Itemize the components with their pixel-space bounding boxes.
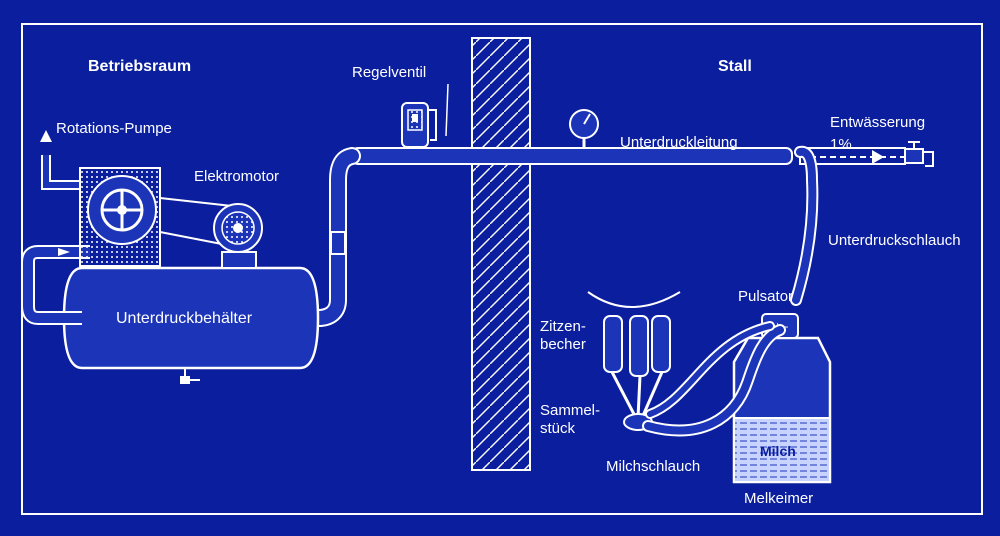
drain-valve bbox=[904, 141, 934, 167]
wall-hatched bbox=[471, 37, 531, 471]
teat-cups bbox=[603, 315, 671, 377]
label-betriebsraum: Betriebsraum bbox=[88, 58, 192, 75]
label-sammelstueck-line1: Sammel- bbox=[540, 402, 601, 419]
vacuum-gauge bbox=[569, 109, 599, 148]
udder-outline bbox=[587, 291, 681, 308]
exhaust-arrow bbox=[40, 130, 52, 142]
rotation-pump bbox=[79, 167, 161, 267]
electric-motor bbox=[213, 203, 263, 269]
drive-belt-top bbox=[159, 197, 233, 207]
claw-tubes bbox=[610, 371, 664, 419]
label-unterdruckleitung: Unterdruckleitung bbox=[620, 134, 738, 151]
label-entwaesserung: Entwässerung bbox=[830, 114, 926, 131]
label-slope: 1% bbox=[830, 136, 852, 153]
label-milch: Milch bbox=[760, 443, 796, 459]
milk-bucket bbox=[732, 336, 832, 484]
label-stall: Stall bbox=[718, 58, 752, 75]
label-unterdruckbehaelter: Unterdruckbehälter bbox=[116, 310, 253, 327]
label-elektromotor: Elektromotor bbox=[194, 168, 280, 185]
slope-arrowhead bbox=[872, 150, 884, 164]
vacuum-tank bbox=[62, 266, 320, 384]
pipe-coupling bbox=[330, 231, 346, 255]
flow-arrow bbox=[58, 248, 70, 256]
label-zitzenbecher-line1: Zitzen- bbox=[540, 318, 586, 335]
label-unterdruckschlauch: Unterdruckschlauch bbox=[828, 232, 961, 249]
label-rotations-pumpe: Rotations-Pumpe bbox=[56, 120, 172, 137]
regulating-valve bbox=[401, 83, 449, 148]
label-pulsator: Pulsator bbox=[738, 288, 794, 305]
exhaust-pipe bbox=[41, 155, 80, 190]
label-melkeimer: Melkeimer bbox=[744, 490, 814, 507]
label-milchschlauch: Milchschlauch bbox=[606, 458, 701, 475]
label-sammelstueck-line2: stück bbox=[540, 420, 576, 437]
label-regelventil: Regelventil bbox=[352, 64, 427, 81]
label-zitzenbecher-line2: becher bbox=[540, 336, 586, 353]
